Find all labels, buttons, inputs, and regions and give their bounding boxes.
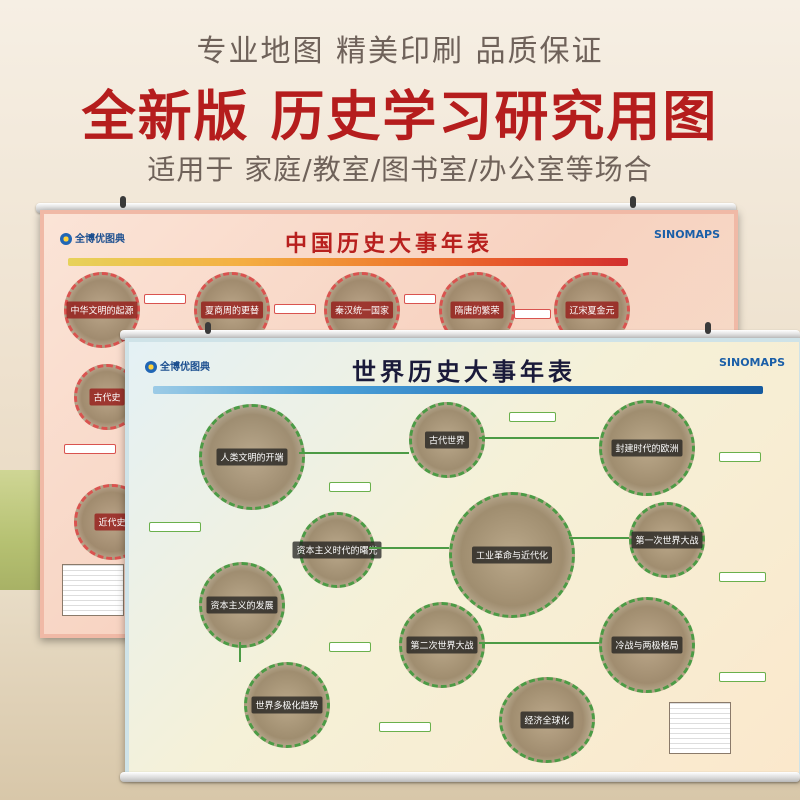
front-connector [569,537,629,539]
back-poster-top-rod [36,203,736,213]
back-chip [144,294,186,304]
back-node-3-label: 秦汉统一国家 [330,301,394,319]
front-node-4-label: 资本主义时代的曙光 [292,541,382,559]
front-node-1-label: 人类文明的开端 [216,448,288,466]
front-node-10-label: 世界多极化趋势 [251,696,323,714]
promo-banner: 专业地图 精美印刷 品质保证 全新版 历史学习研究用图 适用于 家庭/教室/图书… [0,0,800,200]
banner-subline: 适用于 家庭/教室/图书室/办公室等场合 [147,153,653,186]
front-connector [479,642,599,644]
back-poster-hook-right [630,196,636,208]
brand-globe-icon [145,361,157,373]
front-chip [719,672,766,682]
front-connector [239,642,241,662]
front-node-2: 古代世界 [409,402,485,478]
front-node-2-label: 古代世界 [424,431,470,449]
front-node-7: 资本主义的发展 [199,562,285,648]
front-poster-hook-left [205,322,211,334]
back-poster-hook-left [120,196,126,208]
front-node-11-label: 经济全球化 [520,711,574,729]
back-brand-left-text: 全博优图典 [75,234,125,245]
back-legend-box [62,564,124,616]
front-chip [719,452,761,462]
front-legend-box [669,702,731,754]
back-chip [64,444,116,454]
front-chip [379,722,431,732]
brand-globe-icon [60,233,72,245]
back-brand-left: 全博优图典 [60,230,125,245]
front-connector [369,547,449,549]
front-connector [479,437,599,439]
front-node-6-label: 第一次世界大战 [631,531,703,549]
back-chip [274,304,316,314]
front-poster-title: 世界历史大事年表 [352,357,576,386]
back-node-7-label: 近代史 [94,513,130,531]
front-connector [299,452,409,454]
front-chip [149,522,201,532]
front-node-9-label: 冷战与两极格局 [611,636,683,654]
front-poster-bottom-rod [120,772,800,782]
front-node-5-label: 工业革命与近代化 [471,546,553,564]
back-timeline-bar [68,258,628,266]
world-history-poster: 全博优图典 世界历史大事年表 SINOMAPS 人类文明的开端 古代世界 封建时… [125,338,800,778]
front-node-4: 资本主义时代的曙光 [292,512,382,588]
front-node-8: 第二次世界大战 [399,602,485,688]
back-node-1-label: 中华文明的起源 [66,301,138,319]
back-node-2-label: 夏商周的更替 [200,301,264,319]
front-brand-left: 全博优图典 [145,358,210,373]
front-node-1: 人类文明的开端 [199,404,305,510]
front-brand-left-text: 全博优图典 [160,362,210,373]
front-poster-hook-right [705,322,711,334]
front-chip [509,412,556,422]
back-node-4-label: 隋唐的繁荣 [450,301,504,319]
back-node-5-label: 辽宋夏金元 [565,301,619,319]
front-node-7-label: 资本主义的发展 [206,596,278,614]
back-node-6-label: 古代史 [89,388,125,406]
front-poster-top-rod [120,330,800,340]
front-brand-right: SINOMAPS [718,356,785,369]
front-node-5: 工业革命与近代化 [449,492,575,618]
front-node-3: 封建时代的欧洲 [599,400,695,496]
front-timeline-bar [153,386,763,394]
banner-tagline: 专业地图 精美印刷 品质保证 [196,34,604,69]
front-node-10: 世界多极化趋势 [244,662,330,748]
front-node-8-label: 第二次世界大战 [406,636,478,654]
banner-headline: 全新版 历史学习研究用图 [81,85,719,148]
front-node-6: 第一次世界大战 [629,502,705,578]
front-node-3-label: 封建时代的欧洲 [611,439,683,457]
front-chip [719,572,766,582]
back-chip [404,294,436,304]
back-brand-right: SINOMAPS [653,228,720,241]
front-chip [329,482,371,492]
front-node-11: 经济全球化 [499,677,595,763]
back-chip [514,309,551,319]
front-node-9: 冷战与两极格局 [599,597,695,693]
back-poster-title: 中国历史大事年表 [284,231,493,257]
front-chip [329,642,371,652]
